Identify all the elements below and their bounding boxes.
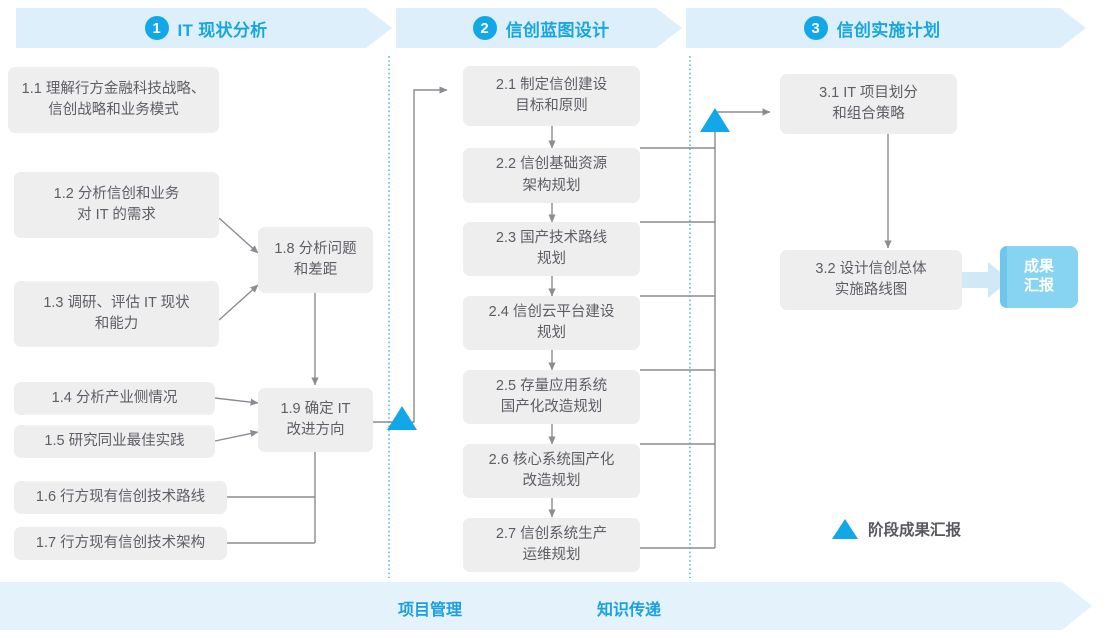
- outcome-line-b: 汇报: [1023, 277, 1054, 294]
- box-line-2-2-a: 2.2 信创基础资源: [495, 156, 608, 173]
- box-line-2-4-b: 规划: [537, 325, 566, 341]
- process-box-1-2[interactable]: 1.2 分析信创和业务 对 IT 的需求: [14, 172, 219, 238]
- process-box-1-7[interactable]: 1.7 行方现有信创技术架构: [14, 527, 227, 560]
- box-line-1-5-a: 1.5 研究同业最佳实践: [44, 432, 185, 449]
- box-line-2-6-a: 2.6 核心系统国产化: [488, 451, 615, 468]
- box-line-2-1-a: 2.1 制定信创建设: [495, 76, 608, 93]
- box-line-1-8-b: 和差距: [293, 262, 338, 278]
- box-line-2-5-b: 国产化改造规划: [500, 399, 603, 415]
- process-box-1-1[interactable]: 1.1 理解行方金融科技战略、 信创战略和业务模式: [8, 67, 219, 133]
- box-line-1-9-b: 改进方向: [286, 422, 345, 438]
- box-line-1-3-b: 和能力: [94, 316, 139, 332]
- process-box-2-7[interactable]: 2.7 信创系统生产 运维规划: [463, 518, 640, 572]
- footer-label-project-management: 项目管理: [398, 602, 463, 619]
- process-box-2-5[interactable]: 2.5 存量应用系统 国产化改造规划: [463, 370, 640, 424]
- box-line-3-1-a: 3.1 IT 项目划分: [819, 84, 918, 101]
- box-line-2-3-a: 2.3 国产技术路线: [495, 229, 608, 246]
- box-line-1-1-b: 信创战略和业务模式: [48, 102, 179, 118]
- box-line-1-1-a: 1.1 理解行方金融科技战略、: [21, 80, 206, 97]
- process-box-1-3[interactable]: 1.3 调研、评估 IT 现状 和能力: [14, 281, 219, 347]
- process-box-2-1[interactable]: 2.1 制定信创建设 目标和原则: [463, 66, 640, 126]
- box-line-1-3-a: 1.3 调研、评估 IT 现状: [43, 294, 190, 311]
- process-box-1-8[interactable]: 1.8 分析问题 和差距: [258, 227, 373, 293]
- phase-label-1: IT 现状分析: [177, 20, 268, 40]
- phase-number-1: 1: [144, 16, 169, 40]
- box-line-2-4-a: 2.4 信创云平台建设: [488, 303, 615, 320]
- process-box-2-3[interactable]: 2.3 国产技术路线 规划: [463, 222, 640, 276]
- box-line-1-8-a: 1.8 分析问题: [274, 240, 357, 257]
- outcome-chip[interactable]: 成果 汇报: [1000, 246, 1078, 308]
- box-line-3-2-b: 实施路线图: [834, 282, 908, 298]
- box-line-2-2-b: 架构规划: [522, 177, 581, 194]
- box-line-3-1-b: 和组合策略: [832, 106, 905, 122]
- legend-label: 阶段成果汇报: [868, 522, 962, 539]
- box-line-1-2-a: 1.2 分析信创和业务: [53, 185, 180, 202]
- footer-band: [0, 582, 1092, 630]
- box-line-2-6-b: 改造规划: [522, 473, 581, 489]
- phase-number-2: 2: [472, 16, 497, 40]
- process-box-1-9[interactable]: 1.9 确定 IT 改进方向: [258, 388, 373, 452]
- process-box-2-6[interactable]: 2.6 核心系统国产化 改造规划: [463, 444, 640, 498]
- box-line-2-3-b: 规划: [537, 251, 566, 267]
- box-line-2-1-b: 目标和原则: [515, 98, 588, 114]
- box-line-1-7-a: 1.7 行方现有信创技术架构: [35, 534, 206, 551]
- process-box-1-6[interactable]: 1.6 行方现有信创技术路线: [14, 481, 227, 514]
- phase-banner-1: 1 IT 现状分析: [16, 8, 396, 48]
- process-box-3-2[interactable]: 3.2 设计信创总体 实施路线图: [780, 250, 962, 310]
- process-box-3-1[interactable]: 3.1 IT 项目划分 和组合策略: [780, 74, 957, 134]
- box-line-1-2-b: 对 IT 的需求: [77, 207, 156, 223]
- milestone-triangle-phase1: [387, 406, 417, 430]
- box-line-1-4-a: 1.4 分析产业侧情况: [51, 389, 178, 406]
- box-line-1-6-a: 1.6 行方现有信创技术路线: [35, 488, 206, 505]
- process-box-2-2[interactable]: 2.2 信创基础资源 架构规划: [463, 148, 640, 203]
- milestone-triangle-phase2: [700, 108, 730, 132]
- box-line-3-2-a: 3.2 设计信创总体: [815, 260, 927, 277]
- phase-label-2: 信创蓝图设计: [505, 20, 610, 40]
- phase-number-3: 3: [803, 16, 828, 40]
- phase-banner-3: 3 信创实施计划: [686, 8, 1086, 48]
- process-box-1-5[interactable]: 1.5 研究同业最佳实践: [14, 425, 215, 458]
- legend-triangle-icon: [832, 519, 858, 539]
- outcome-line-a: 成果: [1023, 258, 1054, 276]
- box-line-1-9-a: 1.9 确定 IT: [280, 400, 351, 417]
- process-box-1-4[interactable]: 1.4 分析产业侧情况: [14, 382, 215, 415]
- box-line-2-5-a: 2.5 存量应用系统: [495, 377, 608, 394]
- phase-banner-2: 2 信创蓝图设计: [396, 8, 686, 48]
- footer-label-knowledge-transfer: 知识传递: [597, 602, 662, 619]
- box-line-2-7-a: 2.7 信创系统生产: [495, 525, 608, 542]
- process-box-2-4[interactable]: 2.4 信创云平台建设 规划: [463, 296, 640, 350]
- box-line-2-7-b: 运维规划: [522, 547, 581, 563]
- phase-label-3: 信创实施计划: [836, 20, 941, 40]
- outcome-chip-edge: [1000, 246, 1007, 308]
- legend: 阶段成果汇报: [832, 518, 961, 540]
